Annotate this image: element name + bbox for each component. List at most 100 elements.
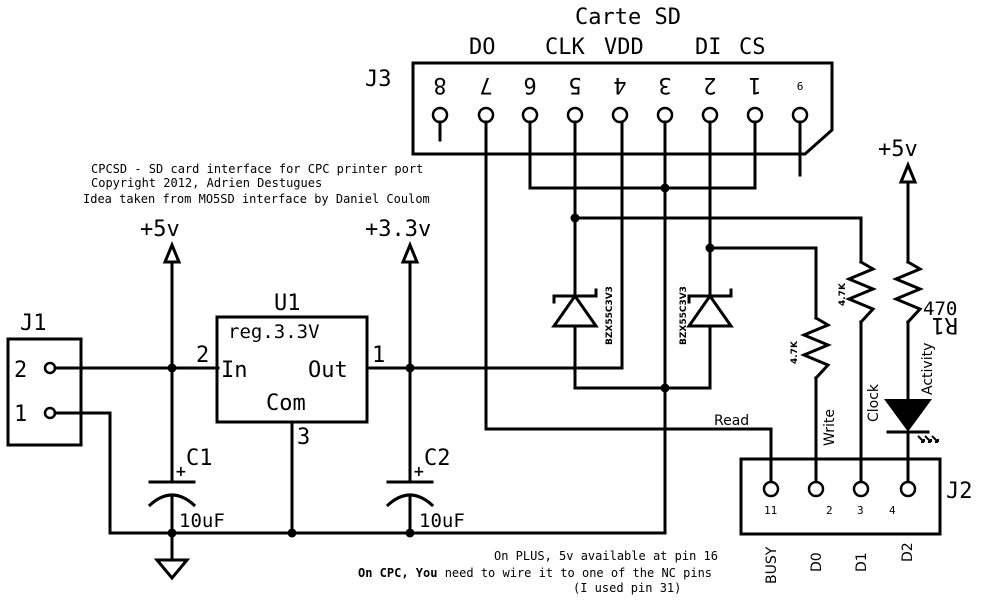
j3-pin-1 [746,106,764,124]
zener-diode-icon [686,293,734,328]
resistor-icon [800,315,832,381]
j3-signal-do: DO [469,35,496,60]
power-3v3: +3.3v [365,217,431,264]
j3-pin-7 [477,106,495,124]
junction [405,363,415,373]
j3-pin-number: 3 [658,72,671,97]
junction [660,383,670,393]
j2-pin-num: 4 [889,504,896,517]
resistor-clock-value: 4.7K [838,282,848,306]
junction [167,528,177,538]
connector-j2: J2 11 2 3 4 BUSY D0 D1 D2 [739,457,973,584]
j2-signal-busy: BUSY [764,546,780,584]
header-notes: CPCSD - SD card interface for CPC printe… [83,162,430,206]
note-cpc-bold: On CPC, You [358,566,437,580]
u1-ref: U1 [274,291,301,316]
c2-plus: + [413,464,425,480]
resistor-write: 4.7K Write [790,315,838,446]
j1-ref: J1 [20,311,47,336]
resistor-icon [845,259,877,325]
regulator-u1: U1 reg.3.3V In Out Com 2 1 3 [196,291,385,450]
j2-pin-num: 2 [826,504,833,517]
j3-pin-number: 2 [703,72,716,97]
zener-2: BZX55C3V3 [679,286,734,345]
junction [705,243,715,253]
junction [405,528,415,538]
c1-plus: + [175,464,187,480]
c1-ref: C1 [186,446,213,471]
junction [287,528,297,538]
note-cpc: On CPC, You need to wire it to one of th… [358,566,712,580]
j3-pin-number: 9 [797,79,804,92]
power-arrow-icon [898,161,918,184]
resistor-icon [892,259,924,325]
power-5v-left: +5v [140,217,182,264]
ground-icon [153,558,191,581]
note-plus: On PLUS, 5v available at pin 16 [494,549,718,563]
j3-pin-9 [791,106,809,124]
capacitor-c2: C2 + 10uF [385,446,465,532]
power-label: +3.3v [365,217,431,242]
j3-pin-6 [521,106,539,124]
j3-signal-di: DI [695,35,722,60]
net-write: Write [822,409,838,446]
u1-pin-in: In [221,358,248,383]
note-title: CPCSD - SD card interface for CPC printe… [91,162,423,176]
led-activity [884,399,939,443]
light-emission-icon [917,435,939,443]
j3-pin-number: 8 [433,72,446,97]
j2-pin-num: 3 [857,504,864,517]
j3-pin-3 [656,106,674,124]
j3-signal-vdd: VDD [604,35,644,60]
net-read: Read [714,413,749,429]
u1-pin-in-num: 2 [196,343,209,368]
c1-value: 10uF [179,510,225,532]
power-arrow-icon [162,241,182,264]
j3-signal-clk: CLK [545,35,585,60]
led-icon [884,399,932,432]
zener-2-value: BZX55C3V3 [679,286,689,345]
power-arrow-icon [400,241,420,264]
j3-pin-number: 5 [568,72,581,97]
u1-pin-com: Com [266,391,306,416]
j2-signal-d0: D0 [809,552,825,572]
j2-pin-num: 11 [764,504,777,517]
j3-body [411,61,834,156]
j1-pin1-label: 1 [14,402,27,427]
connector-j1: J1 2 1 [6,311,83,447]
j3-title: Carte SD [575,5,681,30]
capacitor-c1: C1 + 10uF [147,446,225,532]
j2-pin-4 [899,480,917,498]
j3-signal-cs: CS [739,35,766,60]
j3-pin-number: 7 [479,72,492,97]
note-credit: Idea taken from MO5SD interface by Danie… [83,192,430,206]
resistor-clock: 4.7K Clock [838,259,882,422]
c1-curved-plate [147,493,197,508]
j2-signal-d2: D2 [900,542,916,562]
j3-pin-number: 6 [523,72,536,97]
j2-pin-3 [852,480,870,498]
u1-body [215,315,369,424]
u1-value: reg.3.3V [228,321,320,343]
j3-ref: J3 [365,67,392,92]
r1-value: 470 [923,298,957,320]
junctions [167,183,715,538]
junction [167,363,177,373]
j2-pin-11 [762,480,780,498]
j2-body [739,457,942,536]
j3-pin-4 [611,106,629,124]
resistor-write-value: 4.7K [790,340,800,364]
j3-pin-number: 1 [748,72,761,97]
c2-ref: C2 [424,446,451,471]
note-copyright: Copyright 2012, Adrien Destugues [91,176,322,190]
j3-pin-2 [701,106,719,124]
u1-pin-out-num: 1 [372,343,385,368]
j2-ref: J2 [946,479,973,504]
resistor-r1: 470 R1 Activity [892,259,958,395]
u1-pin-out: Out [308,358,348,383]
zener-1: BZX55C3V3 [551,286,615,345]
j3-pin-5 [566,106,584,124]
footer-notes: On PLUS, 5v available at pin 16 On CPC, … [358,549,718,595]
